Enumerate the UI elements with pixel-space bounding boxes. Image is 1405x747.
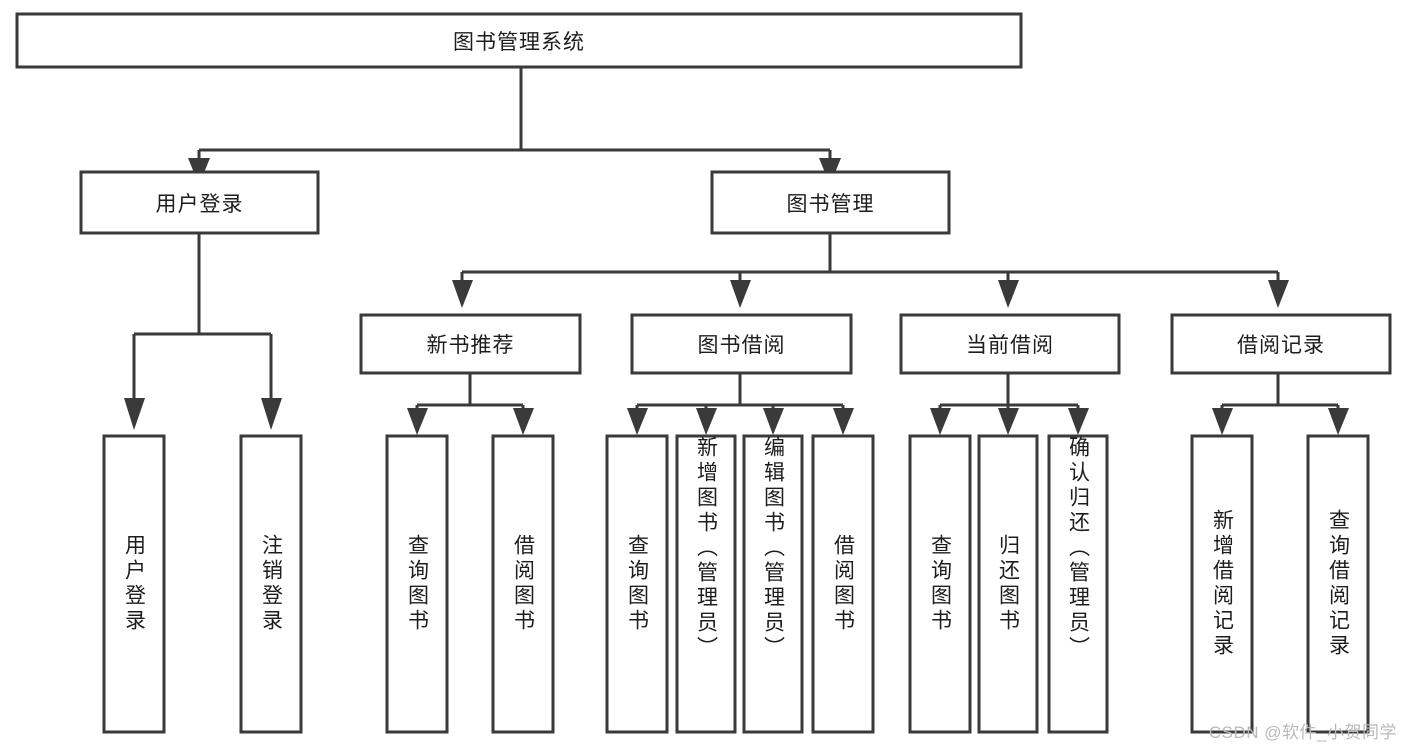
arrow-head-borrow (730, 280, 751, 308)
node-box-current[interactable] (899, 313, 1121, 375)
arrow-head-leaf2 (261, 398, 282, 430)
connector-group-login (124, 233, 282, 430)
connector-group-bookmgmt (452, 233, 1289, 308)
arrow-head-leaf1 (124, 398, 145, 430)
node-box-leaf8[interactable] (811, 434, 875, 734)
node-box-leaf6[interactable] (675, 434, 737, 734)
node-box-leaf2[interactable] (239, 434, 303, 734)
arrow-head-current (998, 280, 1019, 308)
connector-group-borrow (627, 373, 854, 435)
node-box-leaf4[interactable] (491, 434, 555, 734)
arrow-head-leaf11 (1068, 408, 1089, 435)
arrow-head-leaf12 (1212, 408, 1233, 435)
arrow-head-records (1268, 280, 1289, 308)
node-box-root[interactable] (15, 12, 1023, 69)
node-box-leaf3[interactable] (385, 434, 449, 734)
arrow-head-newbook (452, 280, 473, 308)
node-box-login[interactable] (79, 170, 320, 235)
node-box-newbook[interactable] (359, 313, 582, 375)
arrow-head-leaf5 (627, 408, 648, 435)
arrow-head-leaf3 (407, 408, 428, 435)
arrow-head-leaf6 (696, 408, 717, 435)
node-box-leaf9[interactable] (908, 434, 972, 734)
node-box-records[interactable] (1170, 313, 1392, 375)
node-box-leaf7[interactable] (742, 434, 804, 734)
node-box-leaf13[interactable] (1306, 434, 1370, 734)
connector-group-root (188, 67, 841, 185)
connector-group-newbook (407, 373, 534, 435)
arrow-head-leaf10 (998, 408, 1019, 435)
node-box-leaf10[interactable] (977, 434, 1039, 734)
arrow-head-leaf4 (513, 408, 534, 435)
node-box-leaf5[interactable] (605, 434, 669, 734)
connector-group-records (1212, 373, 1349, 435)
arrow-head-leaf7 (763, 408, 784, 435)
node-box-borrow[interactable] (630, 313, 853, 375)
node-box-leaf12[interactable] (1190, 434, 1254, 734)
node-box-leaf11[interactable] (1047, 434, 1109, 734)
node-box-leaf1[interactable] (102, 434, 166, 734)
connector-group-current (930, 373, 1089, 435)
node-box-bookmgmt[interactable] (710, 170, 951, 235)
arrow-head-leaf8 (833, 408, 854, 435)
arrow-head-leaf13 (1328, 408, 1349, 435)
arrow-head-leaf9 (930, 408, 951, 435)
